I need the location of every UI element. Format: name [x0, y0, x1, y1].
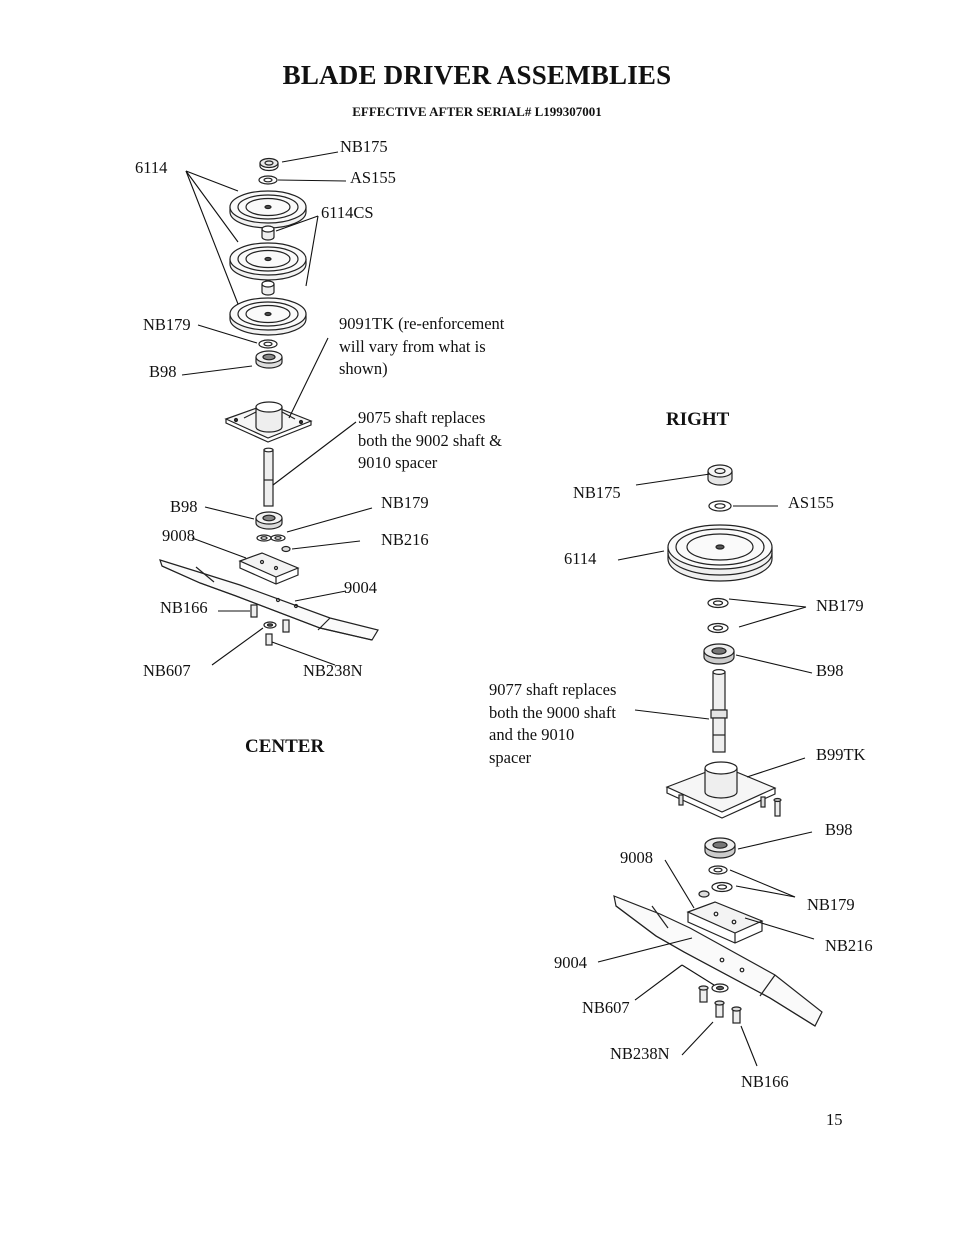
center-note-reinforcement-line-3: shown)	[339, 359, 388, 378]
center-pulley-2	[229, 242, 307, 281]
center-nb166-bolts	[250, 604, 290, 633]
center-9091tk-housing	[224, 401, 313, 443]
center-nb607-nb238n	[263, 621, 277, 646]
center-nb175-nut	[259, 157, 279, 172]
center-assembly-drawing	[159, 157, 379, 646]
right-nb179-washers-top	[707, 597, 729, 634]
right-label-9004: 9004	[554, 953, 587, 972]
right-nb607-washer	[711, 983, 729, 993]
center-label-6114: 6114	[135, 158, 168, 177]
right-label-b98-top: B98	[816, 661, 844, 680]
right-note-shaft-line-2: both the 9000 shaft	[489, 702, 616, 722]
center-nb179-washer-top	[258, 339, 278, 349]
center-spacer-1	[261, 225, 275, 241]
center-9008-plate	[238, 552, 300, 585]
right-assembly-drawing	[613, 464, 823, 1027]
right-9008-plate	[686, 901, 764, 944]
center-as155-washer	[258, 175, 278, 185]
center-label-nb179-bottom: NB179	[381, 493, 429, 512]
center-label-b98-bottom: B98	[170, 497, 198, 516]
page-subtitle: EFFECTIVE AFTER SERIAL# L199307001	[352, 104, 602, 119]
center-9075-shaft	[263, 447, 274, 507]
center-nb179-washers-bottom	[256, 534, 286, 542]
right-note-shaft-line-4: spacer	[489, 747, 532, 767]
right-as155-washer	[708, 500, 732, 512]
center-spacer-2	[261, 280, 275, 296]
center-label-nb216: NB216	[381, 530, 429, 549]
center-pulley-3	[229, 297, 307, 336]
center-9004-blade	[159, 559, 379, 641]
right-label-nb179-bottom: NB179	[807, 895, 855, 914]
center-label-nb179-top: NB179	[143, 315, 191, 334]
center-note-reinforcement-line-1: 9091TK (re-enforcement	[339, 314, 505, 333]
right-6114-pulley	[667, 524, 773, 582]
center-note-shaft-line-3: 9010 spacer	[358, 453, 438, 472]
leader-lines	[181, 151, 815, 1067]
right-label-6114: 6114	[564, 549, 597, 568]
right-note-shaft: 9077 shaft replaces both the 9000 shaft …	[489, 679, 616, 769]
center-label-nb175: NB175	[340, 137, 388, 156]
center-label-6114cs: 6114CS	[321, 203, 374, 222]
right-b98-bearing-bottom	[704, 837, 736, 859]
right-label-b98-bottom: B98	[825, 820, 853, 839]
center-note-reinforcement: 9091TK (re-enforcement will vary from wh…	[339, 313, 504, 381]
center-note-reinforcement-line-2: will vary from what is	[339, 336, 486, 356]
center-label-as155: AS155	[350, 168, 396, 187]
right-nb175-nut	[707, 464, 733, 486]
center-label-9008: 9008	[162, 526, 195, 545]
right-b98-bearing-top	[703, 643, 735, 665]
right-label-b99tk: B99TK	[816, 745, 866, 764]
center-heading: CENTER	[245, 736, 325, 757]
right-heading: RIGHT	[666, 409, 730, 430]
center-note-shaft: 9075 shaft replaces both the 9002 shaft …	[358, 407, 502, 475]
right-label-nb166: NB166	[741, 1072, 789, 1091]
right-b99tk-housing	[665, 761, 782, 819]
center-note-shaft-line-2: both the 9002 shaft &	[358, 430, 502, 450]
right-9077-shaft	[710, 668, 728, 753]
right-note-shaft-line-3: and the 9010	[489, 725, 575, 744]
center-label-nb607: NB607	[143, 661, 191, 680]
right-label-as155: AS155	[788, 493, 834, 512]
center-label-b98-top: B98	[149, 362, 177, 381]
right-label-nb175: NB175	[573, 483, 621, 502]
right-bolts	[698, 985, 742, 1024]
center-nb216-nut	[281, 545, 291, 553]
right-label-9008: 9008	[620, 848, 653, 867]
center-pulley-1	[229, 190, 307, 229]
page-title: BLADE DRIVER ASSEMBLIES	[282, 60, 672, 90]
center-label-9004: 9004	[344, 578, 377, 597]
right-note-shaft-line-1: 9077 shaft replaces	[489, 680, 617, 699]
right-label-nb238n: NB238N	[610, 1044, 670, 1063]
right-9004-blade	[613, 895, 823, 1027]
center-b98-bearing-top	[255, 350, 283, 369]
center-label-nb166: NB166	[160, 598, 208, 617]
right-label-nb216: NB216	[825, 936, 873, 955]
right-label-nb607: NB607	[582, 998, 630, 1017]
right-label-nb179-top: NB179	[816, 596, 864, 615]
center-note-shaft-line-1: 9075 shaft replaces	[358, 408, 486, 427]
center-b98-bearing-bottom	[255, 511, 283, 530]
center-label-nb238n: NB238N	[303, 661, 363, 680]
page-number: 15	[826, 1110, 843, 1129]
right-nb179-washers-bottom	[708, 865, 733, 893]
